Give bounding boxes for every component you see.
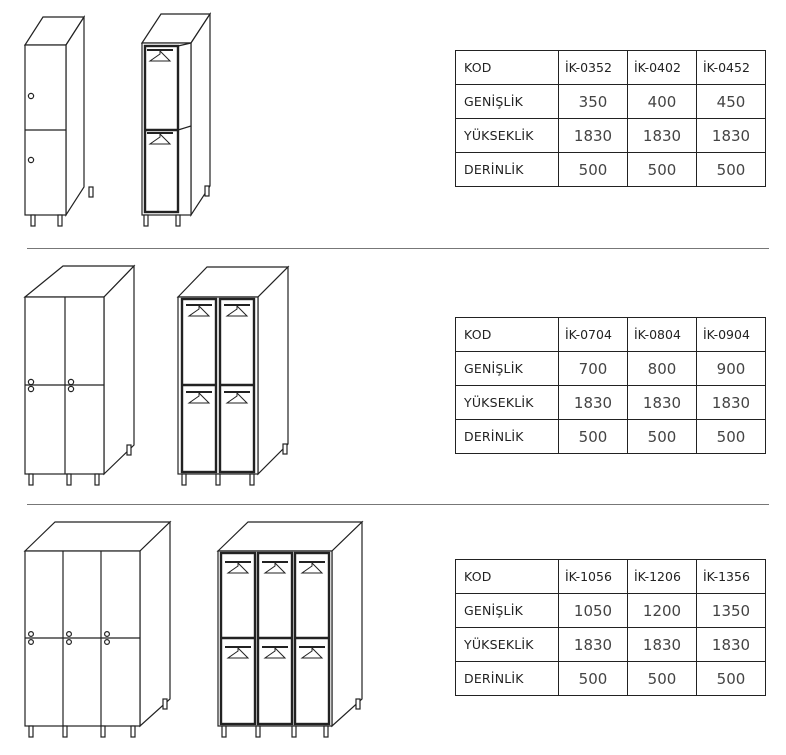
locker-open-single — [140, 11, 212, 227]
product-code: İK-1056 — [558, 559, 628, 594]
cell-value: 1830 — [696, 118, 766, 153]
cell-value: 1830 — [558, 627, 628, 662]
row-label: YÜKSEKLİK — [455, 627, 559, 662]
cell-value: 500 — [627, 419, 697, 454]
product-code: İK-0904 — [696, 317, 766, 352]
cell-value: 500 — [627, 152, 697, 187]
cell-value: 400 — [627, 84, 697, 119]
cell-value: 800 — [627, 351, 697, 386]
product-code: İK-1356 — [696, 559, 766, 594]
row-label: GENİŞLİK — [455, 84, 559, 119]
header-label: KOD — [455, 559, 559, 594]
header-label: KOD — [455, 50, 559, 85]
table-row: KOD İK-0352 İK-0402 İK-0452 — [455, 50, 766, 85]
cell-value: 500 — [558, 419, 628, 454]
cell-value: 700 — [558, 351, 628, 386]
cell-value: 1050 — [558, 593, 628, 628]
product-code: İK-1206 — [627, 559, 697, 594]
cell-value: 1350 — [696, 593, 766, 628]
table-row: GENİŞLİK 700 800 900 — [455, 351, 766, 386]
section-divider — [27, 504, 769, 505]
cell-value: 1830 — [558, 385, 628, 420]
table-row: GENİŞLİK 1050 1200 1350 — [455, 593, 766, 628]
product-code: İK-0452 — [696, 50, 766, 85]
table-row: YÜKSEKLİK 1830 1830 1830 — [455, 627, 766, 662]
cell-value: 350 — [558, 84, 628, 119]
cell-value: 450 — [696, 84, 766, 119]
spec-table-3: KOD İK-1056 İK-1206 İK-1356 GENİŞLİK 105… — [455, 559, 766, 696]
spec-table-1: KOD İK-0352 İK-0402 İK-0452 GENİŞLİK 350… — [455, 50, 766, 187]
cell-value: 500 — [696, 152, 766, 187]
header-label: KOD — [455, 317, 559, 352]
cell-value: 500 — [558, 152, 628, 187]
table-row: YÜKSEKLİK 1830 1830 1830 — [455, 118, 766, 153]
cell-value: 1830 — [627, 627, 697, 662]
table-row: KOD İK-1056 İK-1206 İK-1356 — [455, 559, 766, 594]
product-code: İK-0704 — [558, 317, 628, 352]
cell-value: 1830 — [696, 627, 766, 662]
row-label: DERİNLİK — [455, 419, 559, 454]
row-label: GENİŞLİK — [455, 593, 559, 628]
cell-value: 1830 — [696, 385, 766, 420]
locker-closed-triple — [23, 520, 172, 738]
table-row: DERİNLİK 500 500 500 — [455, 661, 766, 696]
cell-value: 1830 — [558, 118, 628, 153]
cell-value: 900 — [696, 351, 766, 386]
section-divider — [27, 248, 769, 249]
product-code: İK-0352 — [558, 50, 628, 85]
table-row: DERİNLİK 500 500 500 — [455, 152, 766, 187]
table-row: GENİŞLİK 350 400 450 — [455, 84, 766, 119]
table-row: KOD İK-0704 İK-0804 İK-0904 — [455, 317, 766, 352]
row-label: YÜKSEKLİK — [455, 385, 559, 420]
spec-table-2: KOD İK-0704 İK-0804 İK-0904 GENİŞLİK 700… — [455, 317, 766, 454]
row-label: GENİŞLİK — [455, 351, 559, 386]
cell-value: 500 — [558, 661, 628, 696]
cell-value: 500 — [696, 419, 766, 454]
cell-value: 500 — [696, 661, 766, 696]
row-label: DERİNLİK — [455, 661, 559, 696]
cell-value: 1830 — [627, 385, 697, 420]
cell-value: 1200 — [627, 593, 697, 628]
product-code: İK-0804 — [627, 317, 697, 352]
table-row: DERİNLİK 500 500 500 — [455, 419, 766, 454]
locker-closed-double — [23, 264, 136, 486]
row-label: DERİNLİK — [455, 152, 559, 187]
cell-value: 1830 — [627, 118, 697, 153]
table-row: YÜKSEKLİK 1830 1830 1830 — [455, 385, 766, 420]
locker-open-triple — [216, 520, 364, 738]
product-code: İK-0402 — [627, 50, 697, 85]
cell-value: 500 — [627, 661, 697, 696]
row-label: YÜKSEKLİK — [455, 118, 559, 153]
locker-open-double — [176, 265, 290, 486]
locker-closed-single — [23, 14, 94, 227]
